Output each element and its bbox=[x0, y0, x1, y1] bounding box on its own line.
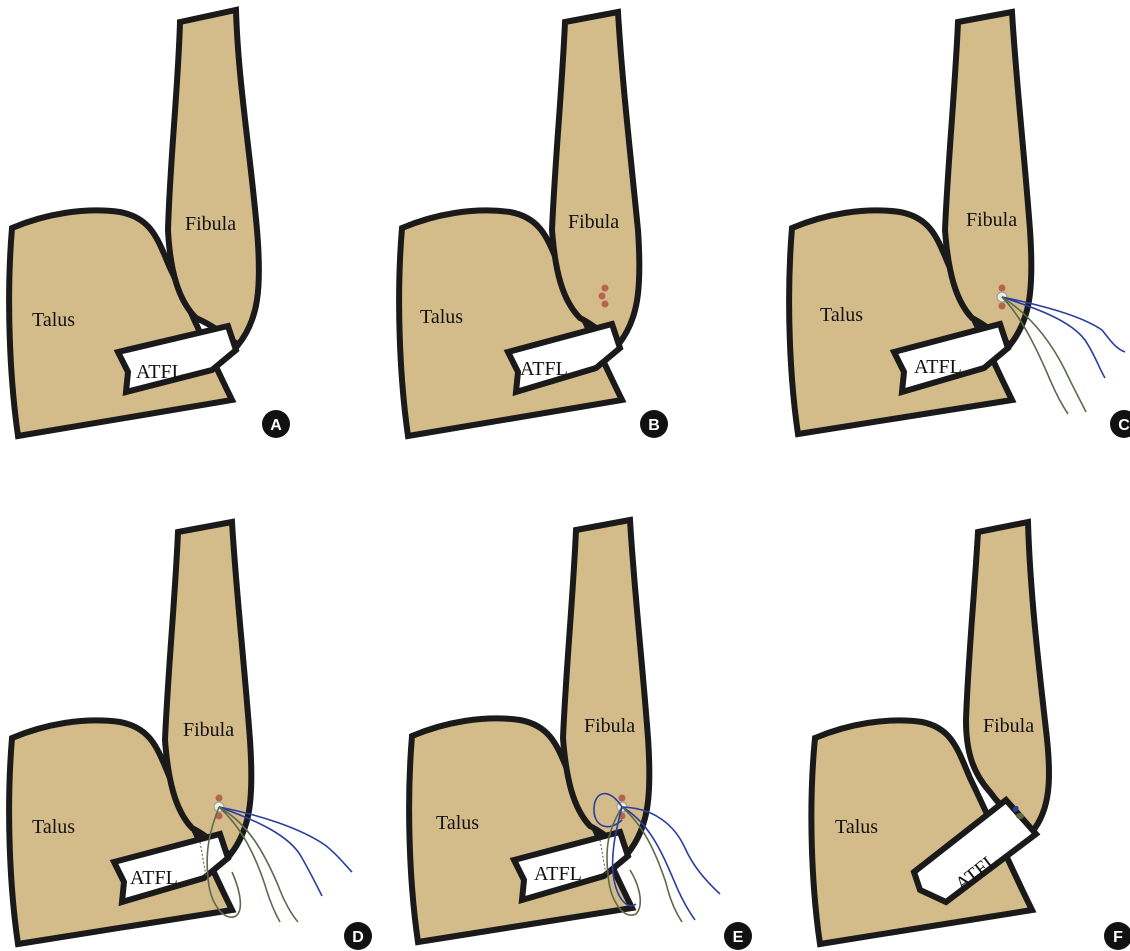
atfl-label: ATFL bbox=[534, 863, 582, 885]
panel-letter-badge: D bbox=[344, 922, 372, 950]
anchor-points bbox=[598, 284, 609, 308]
panel-letter: E bbox=[733, 929, 744, 946]
anchor-points bbox=[215, 794, 223, 820]
anchor-points bbox=[998, 284, 1006, 310]
atfl-ligament bbox=[109, 830, 232, 907]
panel-letter: F bbox=[1113, 929, 1123, 946]
panel-letter: D bbox=[352, 929, 364, 946]
suture-through-ligament bbox=[199, 841, 207, 877]
fibula-bone bbox=[164, 6, 262, 350]
panel-e: Talus Fibula ATFL E bbox=[406, 516, 752, 950]
atfl-ligament bbox=[910, 795, 1041, 906]
panel-letter: A bbox=[270, 417, 282, 434]
fibula-bone bbox=[161, 518, 255, 860]
panel-c: Talus Fibula ATFL C bbox=[786, 8, 1130, 438]
atfl-ligament bbox=[509, 828, 632, 905]
talus-label: Talus bbox=[32, 309, 75, 331]
talus-label: Talus bbox=[32, 816, 75, 838]
fibula-bone bbox=[548, 8, 643, 350]
atfl-ligament bbox=[503, 320, 624, 397]
panel-d: Talus Fibula ATFL D bbox=[6, 518, 372, 950]
panel-letter-badge: F bbox=[1104, 922, 1130, 950]
panel-letter-badge: E bbox=[724, 922, 752, 950]
anchor-knots bbox=[1012, 805, 1024, 819]
panel-letter: B bbox=[648, 417, 660, 434]
fibula-label: Fibula bbox=[183, 719, 234, 741]
atfl-ligament bbox=[113, 322, 240, 396]
talus-label: Talus bbox=[820, 304, 863, 326]
fibula-bone bbox=[941, 8, 1035, 350]
panel-letter-badge: A bbox=[262, 410, 290, 438]
talus-label: Talus bbox=[436, 812, 479, 834]
suture-strands bbox=[593, 792, 721, 923]
fibula-label: Fibula bbox=[568, 211, 619, 233]
atfl-label: ATFL bbox=[914, 356, 962, 378]
fibula-label: Fibula bbox=[966, 209, 1017, 231]
panel-letter-badge: C bbox=[1110, 410, 1130, 438]
fibula-bone bbox=[559, 516, 653, 858]
fibula-label: Fibula bbox=[983, 715, 1034, 737]
talus-bone bbox=[808, 717, 1037, 948]
talus-label: Talus bbox=[420, 306, 463, 328]
panel-letter-badge: B bbox=[640, 410, 668, 438]
suture-strands bbox=[1001, 296, 1126, 415]
atfl-ligament bbox=[889, 320, 1012, 397]
panel-a: Talus Fibula ATFL A bbox=[6, 6, 290, 440]
talus-label: Talus bbox=[835, 816, 878, 838]
panel-b: Talus Fibula ATFL B bbox=[396, 8, 668, 440]
suture-strands bbox=[206, 806, 353, 923]
panel-f: Talus Fibula ATFL F bbox=[808, 518, 1130, 950]
fibula-bone bbox=[962, 518, 1052, 837]
atfl-label: ATFL bbox=[520, 358, 568, 380]
fibula-label: Fibula bbox=[185, 213, 236, 235]
atfl-label: ATFL bbox=[136, 361, 184, 383]
suture-through-ligament bbox=[599, 839, 607, 875]
atfl-label: ATFL bbox=[130, 867, 178, 889]
fibula-label: Fibula bbox=[584, 715, 635, 737]
panel-letter: C bbox=[1118, 417, 1130, 434]
